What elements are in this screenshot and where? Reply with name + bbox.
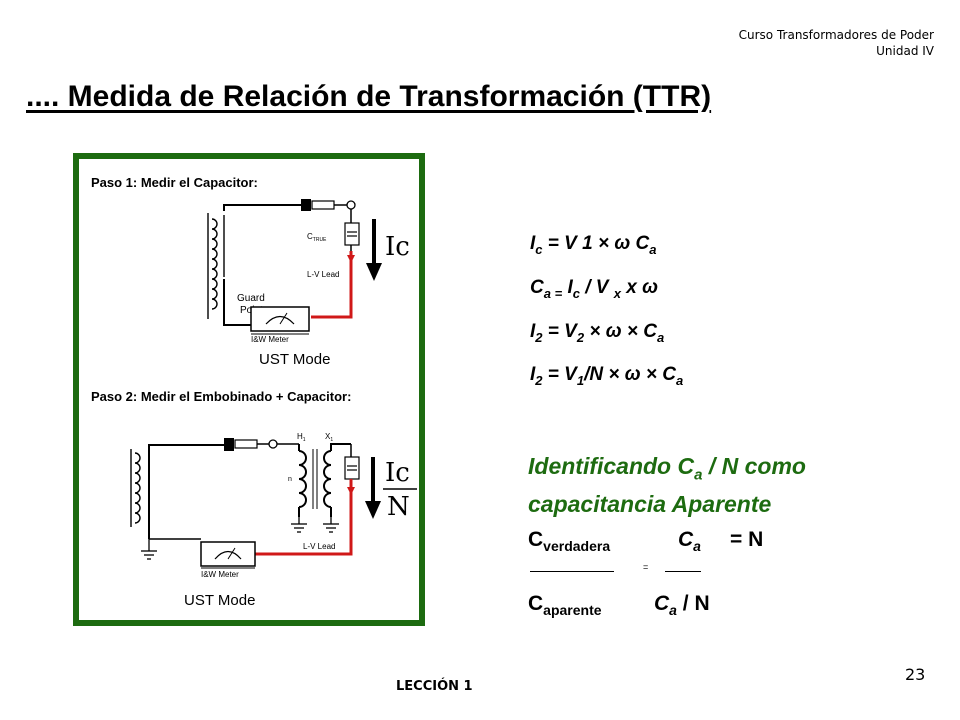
step1-coil — [207, 213, 218, 319]
step1-label: Paso 1: Medir el Capacitor: — [91, 175, 258, 190]
step2-hv-lead — [148, 444, 224, 539]
step2-capacitor — [344, 456, 360, 480]
step2-lead-arrow — [347, 487, 355, 495]
step1-hv-lead — [223, 204, 304, 319]
h1-label: H1 — [297, 432, 306, 443]
lesson-label: LECCIÓN 1 — [396, 679, 473, 694]
step2-lv-lead — [234, 479, 353, 556]
c-true-label: CTRUE — [307, 232, 327, 243]
equation-4: I2 = V1/N × ω × Ca — [530, 364, 684, 388]
ratio-equals-n: = N — [730, 528, 764, 551]
ratio-numerator-true: Cverdadera — [528, 528, 611, 555]
ratio-denominator-apparent: Caparente — [528, 592, 602, 619]
step2-mode: UST Mode — [184, 592, 255, 609]
step2-meter-label: I&W Meter — [201, 570, 239, 579]
circuit-figure: Paso 1: Medir el Capacitor: CTRUE L-V Le… — [73, 153, 425, 626]
step2-label: Paso 2: Medir el Embobinado + Capacitor: — [91, 389, 351, 404]
step1-mode: UST Mode — [259, 351, 330, 368]
step1-probe — [311, 200, 335, 210]
equation-2: Ca = Ic / V x x ω — [530, 277, 658, 301]
apparent-capacitance-note: Identificando Ca / N como capacitancia A… — [528, 453, 806, 517]
step2-clamp — [224, 438, 234, 451]
step1-lead-arrow — [347, 255, 355, 263]
ground-symbols — [141, 517, 339, 560]
step2-terminal — [268, 439, 278, 449]
step2-meter — [200, 541, 256, 567]
step2-probe — [234, 439, 258, 449]
step2-lv-label: L-V Lead — [303, 542, 335, 551]
step1-ic-label: Ic — [385, 232, 410, 262]
n-small-label: n — [288, 476, 292, 483]
step1-lv-lead — [311, 251, 353, 319]
step1-terminal — [346, 200, 356, 210]
header: Curso Transformadores de Poder Unidad IV — [739, 27, 934, 59]
fraction-bar-left — [530, 571, 614, 572]
step1-clamp — [301, 199, 311, 211]
step2-n-label: N — [387, 492, 410, 522]
equation-3: I2 = V2 × ω × Ca — [530, 321, 665, 345]
circuit-diagram: Paso 1: Medir el Capacitor: CTRUE L-V Le… — [91, 175, 417, 609]
step1-meter — [250, 306, 310, 332]
fraction-bar-right — [665, 571, 701, 572]
step2-coil — [130, 449, 141, 527]
step1-capacitor — [344, 222, 360, 246]
slide-title: .... Medida de Relación de Transformació… — [26, 80, 712, 113]
page-number: 23 — [905, 665, 926, 684]
guard-label-1: Guard — [237, 293, 265, 304]
course-name: Curso Transformadores de Poder — [738, 28, 934, 42]
step1-lv-label: L-V Lead — [307, 270, 339, 279]
x1-label: X1 — [325, 432, 333, 443]
equation-1: Ic = V 1 × ω Ca — [530, 233, 657, 257]
step2-transformer — [298, 443, 351, 517]
ratio-equals-small: = — [643, 562, 649, 572]
ratio-denominator-ca-n: Ca / N — [654, 592, 710, 619]
ratio-numerator-ca: Ca — [678, 528, 701, 555]
unit-name: Unidad IV — [876, 44, 934, 58]
step1-meter-label: I&W Meter — [251, 335, 289, 344]
step2-ic-label: Ic — [385, 458, 410, 488]
